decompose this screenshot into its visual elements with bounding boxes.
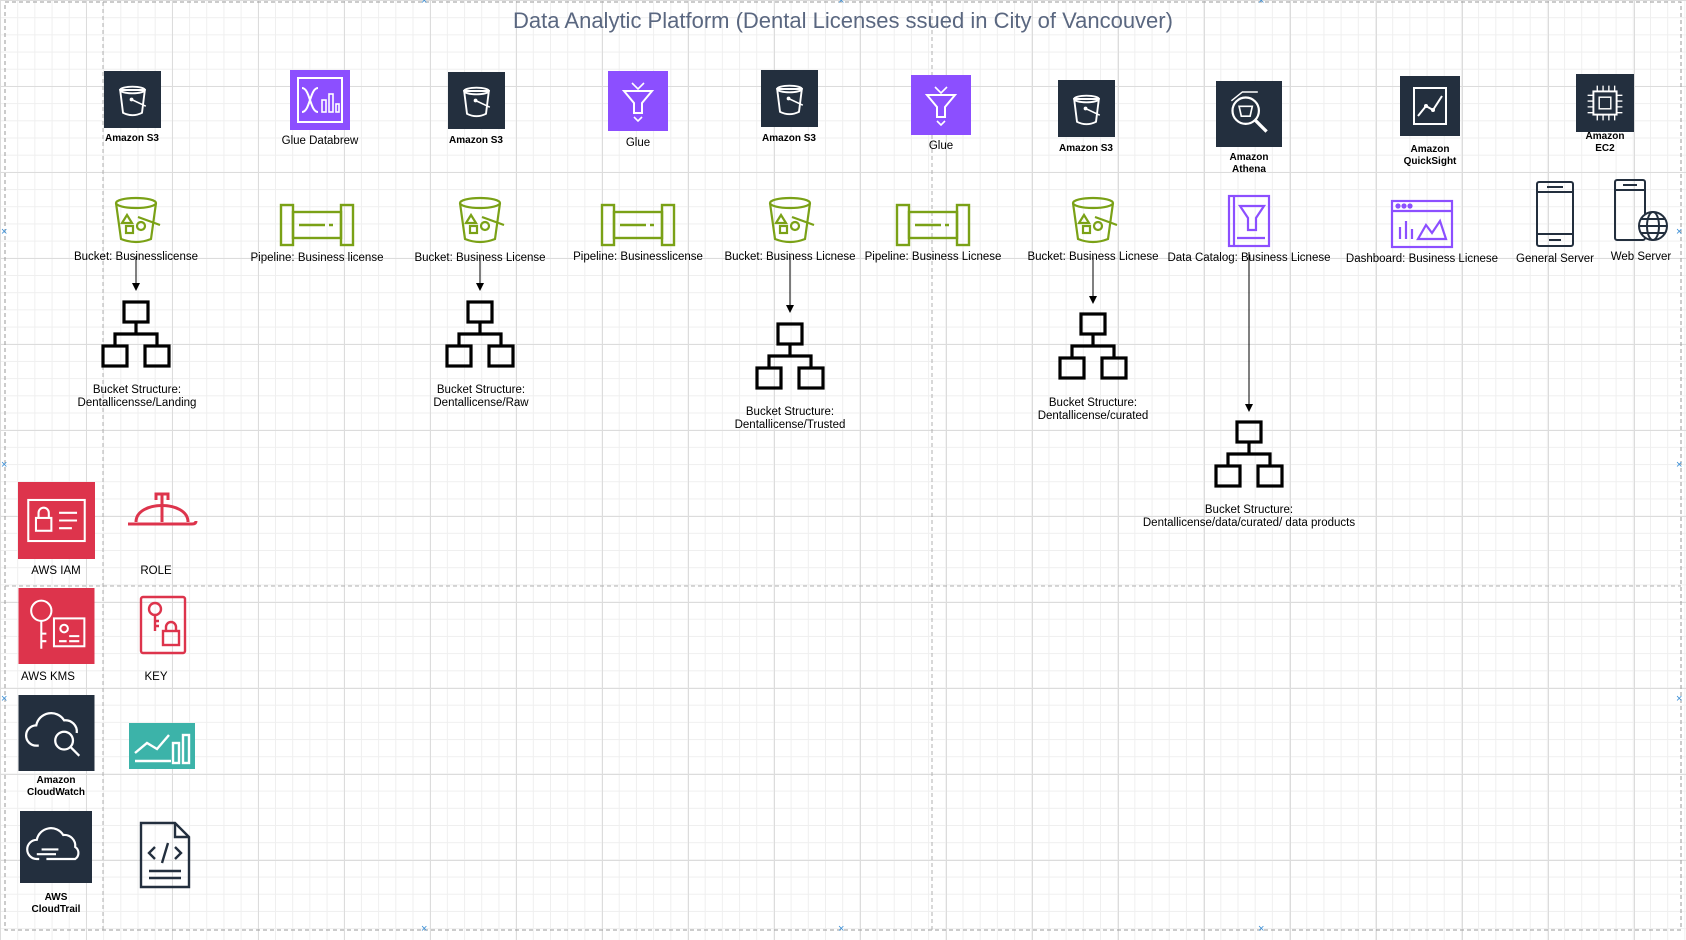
- web-server-icon[interactable]: [1613, 178, 1669, 246]
- s3-label: Amazon S3: [105, 133, 159, 144]
- anchor-mark: ×: [421, 0, 428, 7]
- anchor-mark: ×: [838, 0, 845, 7]
- bucket-structure-label: Bucket Structure: Dentallicense/data/cur…: [1142, 504, 1356, 530]
- data-catalog-icon[interactable]: [1225, 194, 1273, 248]
- anchor-mark: ×: [1676, 693, 1683, 705]
- key-icon[interactable]: [139, 595, 187, 655]
- ec2-icon[interactable]: [1575, 74, 1635, 132]
- anchor-mark: ×: [1, 693, 8, 705]
- athena-label: Amazon Athena: [1229, 152, 1269, 175]
- pipeline-label: Pipeline: Businesslicense: [573, 251, 703, 263]
- bucket-structure-label: Bucket Structure: Dentallicense/Trusted: [734, 406, 846, 432]
- bucket-icon[interactable]: [110, 195, 162, 247]
- web-server-label: Web Server: [1610, 251, 1672, 263]
- outer-group-border: [4, 1, 1682, 931]
- bucket-icon[interactable]: [1067, 195, 1119, 247]
- s3-icon[interactable]: [448, 72, 505, 129]
- glue-databrew-label: Glue Databrew: [281, 135, 359, 147]
- cloudwatch-label: Amazon CloudWatch: [27, 775, 85, 798]
- s3-label: Amazon S3: [449, 135, 503, 146]
- cloudtrail-icon[interactable]: [20, 811, 92, 883]
- iam-icon[interactable]: [18, 482, 95, 559]
- bucket-icon[interactable]: [764, 195, 816, 247]
- s3-label: Amazon S3: [1059, 143, 1113, 154]
- anchor-mark: ×: [421, 923, 428, 935]
- anchor-mark: ×: [1258, 0, 1265, 7]
- quicksight-icon[interactable]: [1400, 76, 1460, 136]
- dashboard-label: Dashboard: Business Licnese: [1345, 253, 1499, 265]
- kms-label: AWS KMS: [21, 671, 75, 683]
- pipeline-icon[interactable]: [279, 203, 355, 247]
- s3-icon[interactable]: [761, 70, 818, 127]
- pipeline-icon[interactable]: [600, 203, 676, 247]
- bucket-structure-label: Bucket Structure: Dentallicense/curated: [1037, 397, 1149, 423]
- dashboard-icon[interactable]: [1390, 199, 1454, 249]
- glue-icon[interactable]: [911, 75, 971, 135]
- bucket-label: Bucket: Businesslicense: [73, 251, 198, 263]
- anchor-mark: ×: [1258, 923, 1265, 935]
- s3-icon[interactable]: [104, 71, 161, 128]
- monitoring-chart-icon[interactable]: [129, 723, 195, 769]
- glue-label: Glue: [625, 137, 651, 149]
- key-label: KEY: [144, 671, 168, 683]
- anchor-mark: ×: [838, 923, 845, 935]
- hierarchy-icon[interactable]: [1057, 312, 1129, 382]
- glue-label: Glue: [928, 140, 954, 152]
- general-server-label: General Server: [1516, 253, 1594, 265]
- bucket-icon[interactable]: [454, 195, 506, 247]
- bucket-label: Bucket: Business Licnese: [724, 251, 856, 263]
- kms-icon[interactable]: [18, 588, 95, 664]
- bucket-label: Bucket: Business License: [414, 252, 546, 264]
- bucket-label: Bucket: Business Licnese: [1027, 251, 1159, 263]
- bucket-structure-label: Bucket Structure: Dentallicensse/Landing: [77, 384, 197, 410]
- ec2-label: Amazon EC2: [1585, 131, 1625, 154]
- cloudtrail-label: AWS CloudTrail: [31, 892, 81, 915]
- pipeline-label: Pipeline: Business Licnese: [864, 251, 1002, 263]
- role-label: ROLE: [140, 565, 172, 577]
- bucket-structure-label: Bucket Structure: Dentallicense/Raw: [433, 384, 529, 410]
- athena-icon[interactable]: [1216, 81, 1282, 147]
- quicksight-label: Amazon QuickSight: [1403, 144, 1457, 167]
- pipeline-label: Pipeline: Business license: [250, 252, 384, 264]
- hierarchy-icon[interactable]: [754, 322, 826, 392]
- s3-label: Amazon S3: [762, 133, 816, 144]
- pipeline-icon[interactable]: [895, 203, 971, 247]
- code-document-icon[interactable]: [139, 821, 191, 889]
- hierarchy-icon[interactable]: [100, 300, 172, 370]
- anchor-mark: ×: [1, 226, 8, 238]
- s3-icon[interactable]: [1058, 80, 1115, 137]
- anchor-mark: ×: [1, 459, 8, 471]
- anchor-mark: ×: [1676, 226, 1683, 238]
- data-catalog-label: Data Catalog: Business Licnese: [1167, 252, 1331, 264]
- glue-databrew-icon[interactable]: [290, 70, 350, 130]
- iam-label: AWS IAM: [31, 565, 81, 577]
- diagram-title: Data Analytic Platform (Dental Licenses …: [513, 8, 1173, 33]
- anchor-mark: ×: [1676, 459, 1683, 471]
- general-server-icon[interactable]: [1535, 180, 1575, 248]
- glue-icon[interactable]: [608, 71, 668, 131]
- hierarchy-icon[interactable]: [444, 300, 516, 370]
- hierarchy-icon[interactable]: [1213, 420, 1285, 490]
- cloudwatch-icon[interactable]: [18, 695, 95, 771]
- role-hardhat-icon[interactable]: [126, 488, 198, 532]
